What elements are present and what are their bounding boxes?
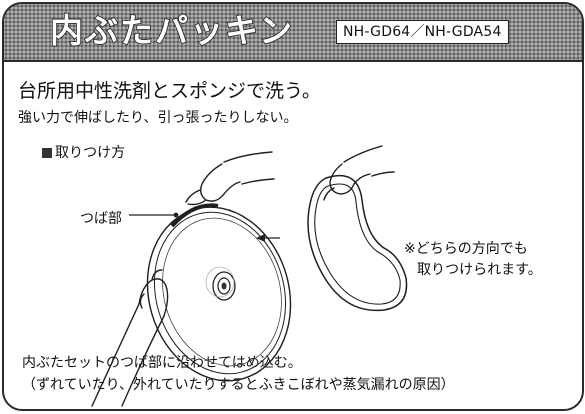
arrow-left-icon xyxy=(256,234,280,242)
illustration xyxy=(91,145,408,407)
lower-hand-icon xyxy=(91,269,169,407)
gasket-icon xyxy=(307,174,408,312)
note-line-2: 取りつけられます。 xyxy=(417,262,542,278)
orientation-note: ※どちらの方向でも 取りつけられます。 xyxy=(404,239,542,281)
leader-dot-icon xyxy=(173,212,179,218)
page-title: 内ぶたパッキン xyxy=(49,10,295,51)
section-heading: 取りつけ方 xyxy=(42,142,125,162)
gasket-hand-icon xyxy=(323,145,395,201)
header-banner: 内ぶたパッキン NH-GD64／NH-GDA54 xyxy=(4,4,582,62)
model-number-box: NH-GD64／NH-GDA54 xyxy=(336,20,509,44)
upper-hand-icon xyxy=(185,151,275,206)
note-line-1: ※どちらの方向でも xyxy=(404,241,528,257)
washing-instruction: 台所用中性洗剤とスポンジで洗う。 xyxy=(18,80,321,102)
bullet-square-icon xyxy=(42,148,52,158)
section-heading-label: 取りつけ方 xyxy=(55,145,126,161)
lid-center-knob-icon xyxy=(205,266,236,301)
flange-label: つば部 xyxy=(80,211,122,227)
caution-text: 強い力で伸ばしたり、引っ張ったりしない。 xyxy=(18,110,298,126)
inner-lid-icon xyxy=(146,203,292,382)
footer-instruction: 内ぶたセットのつば部に沿わせてはめ込む。 xyxy=(22,355,302,371)
